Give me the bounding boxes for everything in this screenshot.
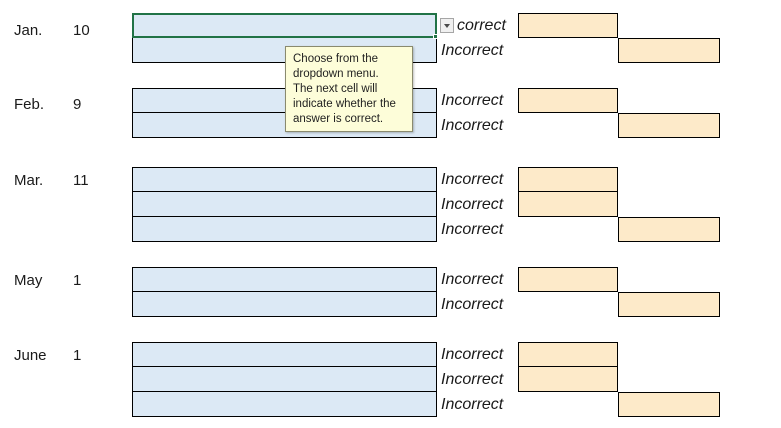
month-label: Mar. xyxy=(14,172,44,189)
answer-cell[interactable] xyxy=(132,342,437,367)
month-label: Jan. xyxy=(14,22,43,39)
month-count: 1 xyxy=(73,347,82,364)
verdict-label: Incorrect xyxy=(441,117,504,134)
month-label: Feb. xyxy=(14,96,45,113)
month-label: May xyxy=(14,272,43,289)
result-box[interactable] xyxy=(518,167,618,192)
dropdown-arrow-button[interactable] xyxy=(440,18,454,33)
verdict-label: Incorrect xyxy=(441,92,504,109)
comment-line: indicate whether the xyxy=(293,98,396,110)
verdict-label: Incorrect xyxy=(441,396,504,413)
verdict-label: Incorrect xyxy=(441,221,504,238)
result-box[interactable] xyxy=(518,192,618,217)
verdict-label: Incorrect xyxy=(441,346,504,363)
verdict-label: Incorrect xyxy=(441,271,504,288)
verdict-label: Incorrect xyxy=(441,196,504,213)
comment-line: answer is correct. xyxy=(293,113,384,125)
answer-cell[interactable] xyxy=(132,267,437,292)
verdict-label: Incorrect xyxy=(441,42,504,59)
month-count: 9 xyxy=(73,96,82,113)
month-count: 10 xyxy=(73,22,90,39)
answer-cell[interactable] xyxy=(132,167,437,192)
result-box[interactable] xyxy=(518,342,618,367)
answer-cell[interactable] xyxy=(132,292,437,317)
result-box[interactable] xyxy=(518,13,618,38)
answer-cell-selected[interactable] xyxy=(132,13,438,39)
comment-line: The next cell will xyxy=(293,83,378,95)
verdict-label: Incorrect xyxy=(441,296,504,313)
answer-cell[interactable] xyxy=(132,192,437,217)
answer-cell[interactable] xyxy=(132,217,437,242)
answer-cell[interactable] xyxy=(132,367,437,392)
result-box[interactable] xyxy=(518,267,618,292)
verdict-label: Incorrect xyxy=(441,371,504,388)
cell-comment-tooltip: Choose from the dropdown menu. The next ce… xyxy=(285,46,413,132)
month-label: June xyxy=(14,347,47,364)
result-box[interactable] xyxy=(518,88,618,113)
fill-handle[interactable] xyxy=(433,34,438,39)
comment-line: dropdown menu. xyxy=(293,68,379,80)
chevron-down-icon xyxy=(444,24,450,28)
result-box[interactable] xyxy=(618,392,720,417)
verdict-label: correct xyxy=(457,17,506,34)
result-box[interactable] xyxy=(618,292,720,317)
comment-line: Choose from the xyxy=(293,53,379,65)
answer-cell[interactable] xyxy=(132,392,437,417)
result-box[interactable] xyxy=(618,38,720,63)
result-box[interactable] xyxy=(518,367,618,392)
result-box[interactable] xyxy=(618,113,720,138)
result-box[interactable] xyxy=(618,217,720,242)
verdict-label: Incorrect xyxy=(441,171,504,188)
month-count: 11 xyxy=(73,172,89,189)
month-count: 1 xyxy=(73,272,82,289)
